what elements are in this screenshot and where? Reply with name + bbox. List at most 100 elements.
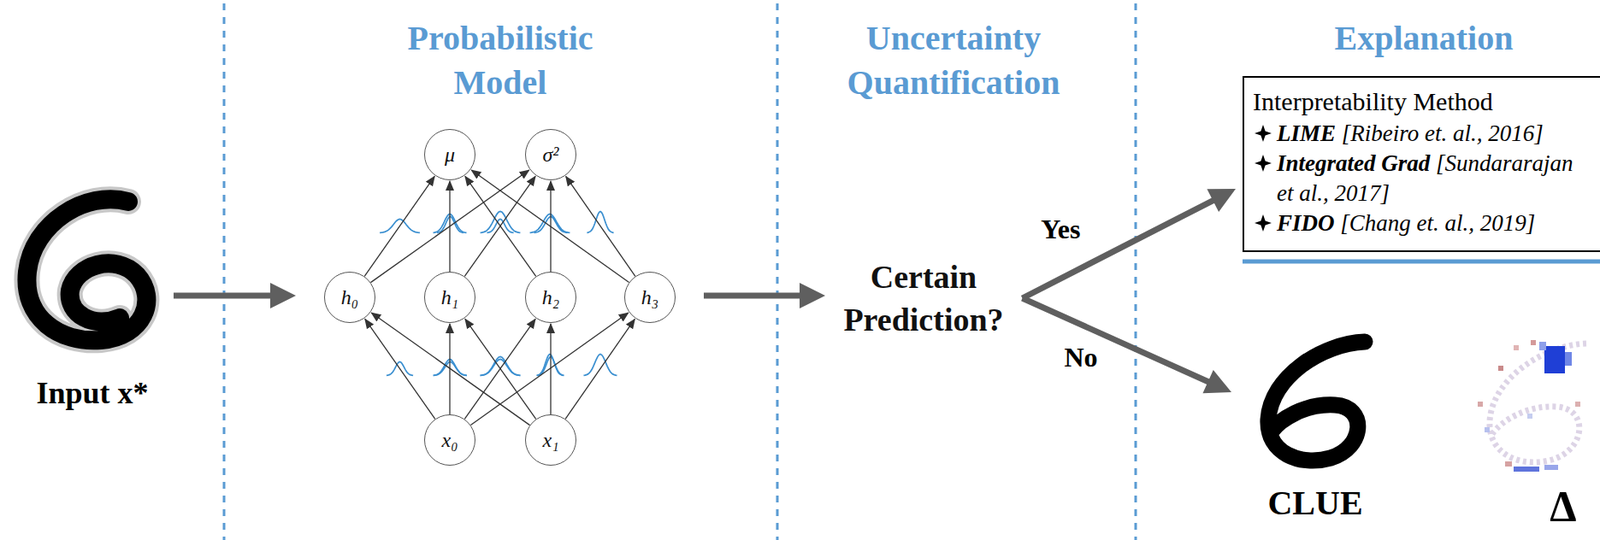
section-rule [1242,261,1600,263]
edge-label: No [1061,341,1100,374]
network-edge [370,170,529,284]
network-edge [365,318,436,420]
network-edge [470,312,628,426]
network-node: σ² [525,129,577,181]
star-bullet [1254,154,1272,172]
network-edge [566,176,636,277]
delta-blue-pixels [1513,466,1540,473]
delta-red-pixels [1530,340,1536,346]
weight-distribution [584,354,618,377]
arrow-head [270,283,296,309]
star-shape [1254,214,1272,232]
star-bullet [1254,214,1272,232]
network-node: x₁ [525,414,577,467]
column-divider [224,3,1136,540]
method-name: FIDO [1276,210,1335,237]
box-heading: Interpretability Method [1252,84,1583,119]
delta-red-pixels [1505,461,1512,467]
method-name: Integrated Grad [1276,150,1430,177]
arrow-shaft [1022,298,1211,384]
delta-red-pixels [1575,401,1581,408]
column-header: Probabilistic Model [389,16,612,106]
decision-arrow [1022,188,1237,299]
arrow-shaft [1022,200,1216,299]
delta-blue-pixels [1539,342,1547,351]
clue-digit [1238,331,1393,485]
method-name: LIME [1276,120,1336,147]
method-item: Integrated Grad[Sundararajan et al., 201… [1252,148,1583,209]
digit-stroke [1268,342,1365,461]
decision-arrow [1022,298,1233,394]
dotted-divider [1134,3,1138,540]
column-header: Uncertainty Quantification [825,16,1082,106]
dotted-divider [776,3,780,540]
node-symbol: σ² [542,143,559,167]
delta-blue-pixels [1527,413,1533,420]
delta-blue-pixels [1544,346,1565,374]
delta-red-pixels [1477,401,1483,408]
arrow-head [1202,370,1232,394]
weight-distribution [480,360,521,377]
node-symbol: x₀ [442,429,459,453]
blue-rule [1242,259,1600,265]
node-symbol: h₃ [641,286,659,310]
delta-figure [1477,340,1587,473]
counterfactual-figure: CLUE [1238,331,1393,524]
method-item: LIME[Ribeiro et. al., 2016] [1252,118,1583,149]
method-citation: [Ribeiro et. al., 2016] [1341,120,1544,147]
network-node: h₁ [424,271,476,324]
star-bullet [1254,124,1272,142]
node-symbol: h₁ [441,286,459,310]
network-edge [371,312,530,426]
delta-faint-pixels [1489,343,1587,463]
method-box: Interpretability MethodLIME[Ribeiro et. … [1242,76,1600,253]
arrow-shaft [173,293,272,300]
network-node: h₃ [624,271,676,324]
network-node: h₀ [324,271,376,324]
decision-label: Certain Prediction? [832,255,1016,342]
weight-distributions [379,212,617,377]
digit-halo [26,199,147,341]
arrow-shaft [703,293,802,300]
node-symbol: μ [444,143,455,167]
delta-blue-pixels [1544,465,1559,471]
input-label: Input x* [35,375,148,413]
edge-label: Yes [1038,212,1083,246]
flow-arrow [173,283,296,309]
column-header: Explanation [1334,16,1514,61]
node-symbol: x₁ [543,429,560,453]
network-node: h₂ [525,271,577,324]
flow-arrows [173,283,826,309]
weight-distribution [480,357,521,377]
dotted-divider [223,3,226,540]
node-symbol: h₀ [341,286,359,310]
network-node: x₀ [424,414,476,467]
node-symbol: h₂ [542,286,560,310]
flow-arrow [703,283,826,309]
delta-label: Δ [1549,480,1577,532]
network-edge [464,176,536,277]
digit-stroke [26,199,147,341]
weight-distribution [530,214,571,234]
method-citation: [Chang et. al., 2019] [1340,210,1536,237]
network-edge [565,318,635,420]
star-shape [1254,124,1272,142]
figure-label: CLUE [1238,484,1393,524]
network-edge [471,170,629,284]
arrow-head [799,283,826,309]
weight-distribution [480,212,521,234]
method-item: FIDO[Chang et. al., 2019] [1252,208,1583,239]
delta-blue-pixels [1484,427,1490,433]
network-edge [448,181,450,272]
network-edge [549,324,551,415]
delta-red-pixels [1498,366,1504,372]
star-shape [1254,154,1272,172]
delta-red-pixels [1513,345,1519,351]
arrow-head [1206,188,1236,213]
network-node: μ [424,129,476,181]
delta-blue-pixels [1564,352,1572,367]
network-edge [465,318,537,420]
decision-text: Certain Prediction? [832,255,1016,342]
weight-distribution [586,212,614,234]
